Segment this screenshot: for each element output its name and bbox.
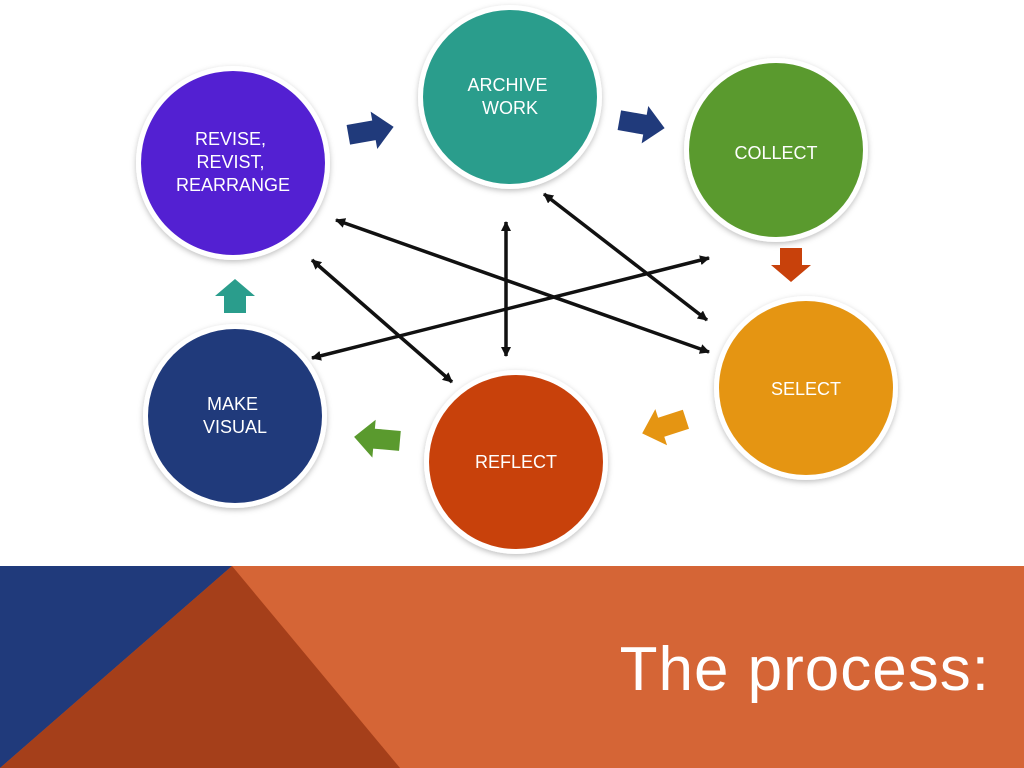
node-archive-circle <box>423 10 597 184</box>
node-archive-label-2: WORK <box>482 98 538 118</box>
arrow-revise-to-archive-icon <box>346 111 394 150</box>
node-make-visual-circle <box>148 329 322 503</box>
svg-text:SELECT: SELECT <box>771 379 841 399</box>
svg-text:COLLECT: COLLECT <box>734 143 817 163</box>
node-reflect-circle <box>429 375 603 549</box>
cycle-arrows <box>215 105 811 458</box>
node-revise-label-3: REARRANGE <box>176 175 290 195</box>
node-archive-label-1: ARCHIVE <box>467 75 547 95</box>
node-revise: REVISE, REVIST, REARRANGE <box>136 66 330 260</box>
svg-text:MAKE VISUAL: MAKE VISUAL <box>203 394 267 437</box>
connectors <box>310 192 710 384</box>
connector-revise-select <box>335 218 710 354</box>
arrow-select-to-reflect-icon <box>642 409 690 446</box>
node-select-label-1: SELECT <box>771 379 841 399</box>
process-diagram: ARCHIVE WORK COLLECT SELECT REFLECT MAKE… <box>136 5 898 554</box>
node-make-visual: MAKE VISUAL <box>143 324 327 508</box>
node-make-visual-label-1: MAKE <box>207 394 258 414</box>
arrow-archive-to-collect-icon <box>617 105 665 144</box>
node-revise-label-1: REVISE, <box>195 129 266 149</box>
node-collect-label-1: COLLECT <box>734 143 817 163</box>
node-collect: COLLECT <box>684 58 868 242</box>
svg-text:REFLECT: REFLECT <box>475 452 557 472</box>
arrow-reflect-to-makevisual-icon <box>354 419 401 458</box>
banner-rust-triangle <box>0 566 400 768</box>
slide-title: The process: <box>619 635 990 704</box>
node-make-visual-label-2: VISUAL <box>203 417 267 437</box>
node-select: SELECT <box>714 296 898 480</box>
arrow-makevisual-to-revise-icon <box>215 279 255 313</box>
node-archive: ARCHIVE WORK <box>418 5 602 189</box>
connector-makevisual-select <box>311 255 710 361</box>
connector-archive-select <box>542 192 709 322</box>
node-collect-circle <box>689 63 863 237</box>
node-reflect-label-1: REFLECT <box>475 452 557 472</box>
arrow-collect-to-select-icon <box>771 248 811 282</box>
node-reflect: REFLECT <box>424 370 608 554</box>
svg-text:REVISE, REVIST, RE: REVISE, REVIST, REARRANGE <box>176 129 290 195</box>
node-revise-label-2: REVIST, <box>196 152 264 172</box>
node-select-circle <box>719 301 893 475</box>
node-revise-circle <box>141 71 325 255</box>
title-banner <box>0 566 1024 768</box>
svg-text:ARCHIVE WORK: ARCHIVE WORK <box>467 75 552 118</box>
connector-revise-reflect <box>310 258 454 384</box>
